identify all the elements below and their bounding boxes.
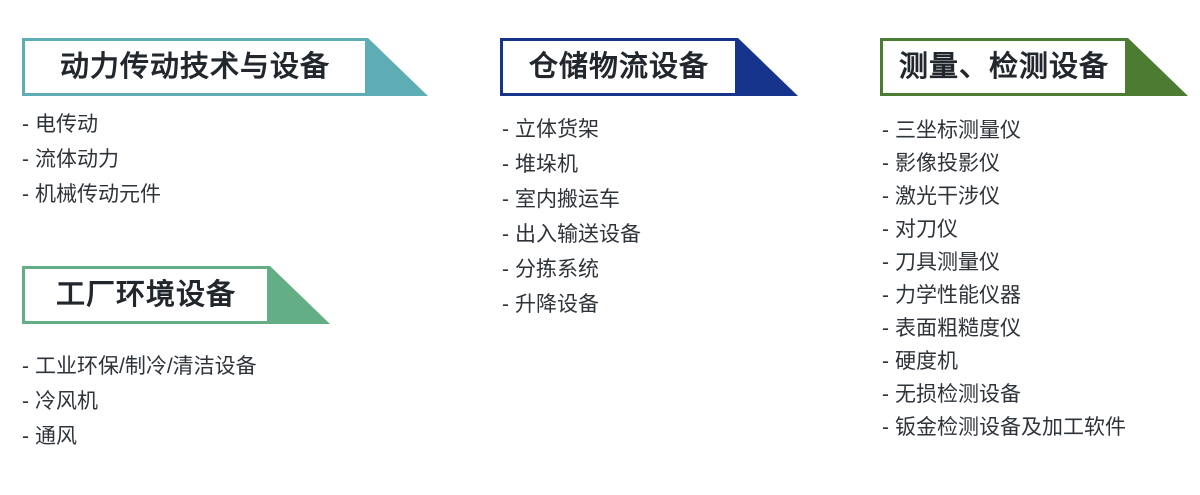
list-item-label: 工业环保/制冷/清洁设备	[35, 355, 257, 378]
section-list-power: - 电传动 - 流体动力 - 机械传动元件	[22, 114, 161, 219]
list-item-label: 冷风机	[35, 390, 98, 413]
list-item: - 钣金检测设备及加工软件	[882, 417, 1126, 438]
list-item-label: 无损检测设备	[895, 383, 1021, 406]
list-item: - 激光干涉仪	[882, 186, 1126, 207]
section-title-storage: 仓储物流设备	[528, 50, 709, 83]
right-arrow-icon	[270, 266, 330, 324]
list-item: - 电传动	[22, 114, 161, 135]
bullet-dash: -	[22, 390, 29, 413]
list-item-label: 对刀仪	[895, 218, 958, 241]
bullet-dash: -	[502, 293, 509, 316]
bullet-dash: -	[502, 223, 509, 246]
section-list-measure: - 三坐标测量仪 - 影像投影仪 - 激光干涉仪 - 对刀仪 - 刀具测量仪 -…	[882, 120, 1126, 450]
list-item: - 升降设备	[502, 294, 641, 315]
list-item: - 堆垛机	[502, 154, 641, 175]
bullet-dash: -	[882, 350, 889, 373]
list-item-label: 三坐标测量仪	[895, 119, 1021, 142]
bullet-dash: -	[882, 251, 889, 274]
list-item: - 室内搬运车	[502, 189, 641, 210]
list-item: - 力学性能仪器	[882, 285, 1126, 306]
list-item-label: 影像投影仪	[895, 152, 1000, 175]
section-list-storage: - 立体货架 - 堆垛机 - 室内搬运车 - 出入输送设备 - 分拣系统 - 升…	[502, 119, 641, 329]
section-header-box-measure: 测量、检测设备	[880, 38, 1128, 96]
list-item-label: 刀具测量仪	[895, 251, 1000, 274]
section-list-factory: - 工业环保/制冷/清洁设备 - 冷风机 - 通风	[22, 356, 257, 461]
section-header-box-factory: 工厂环境设备	[22, 266, 270, 324]
bullet-dash: -	[882, 119, 889, 142]
bullet-dash: -	[502, 188, 509, 211]
bullet-dash: -	[882, 284, 889, 307]
bullet-dash: -	[882, 383, 889, 406]
bullet-dash: -	[882, 218, 889, 241]
list-item-label: 室内搬运车	[515, 188, 620, 211]
list-item: - 影像投影仪	[882, 153, 1126, 174]
list-item-label: 钣金检测设备及加工软件	[895, 416, 1126, 439]
list-item-label: 力学性能仪器	[895, 284, 1021, 307]
list-item-label: 升降设备	[515, 293, 599, 316]
list-item: - 硬度机	[882, 351, 1126, 372]
list-item-label: 硬度机	[895, 350, 958, 373]
list-item: - 立体货架	[502, 119, 641, 140]
right-arrow-icon	[1128, 38, 1188, 96]
list-item: - 通风	[22, 426, 257, 447]
bullet-dash: -	[882, 416, 889, 439]
list-item: - 无损检测设备	[882, 384, 1126, 405]
right-arrow-icon	[738, 38, 798, 96]
bullet-dash: -	[22, 425, 29, 448]
bullet-dash: -	[502, 118, 509, 141]
section-title-power: 动力传动技术与设备	[59, 50, 330, 83]
list-item: - 表面粗糙度仪	[882, 318, 1126, 339]
list-item-label: 堆垛机	[515, 153, 578, 176]
list-item: - 流体动力	[22, 149, 161, 170]
bullet-dash: -	[882, 152, 889, 175]
list-item: - 出入输送设备	[502, 224, 641, 245]
bullet-dash: -	[502, 258, 509, 281]
list-item-label: 立体货架	[515, 118, 599, 141]
bullet-dash: -	[22, 183, 29, 206]
list-item: - 对刀仪	[882, 219, 1126, 240]
list-item-label: 表面粗糙度仪	[895, 317, 1021, 340]
list-item-label: 分拣系统	[515, 258, 599, 281]
list-item: - 机械传动元件	[22, 184, 161, 205]
list-item-label: 机械传动元件	[35, 183, 161, 206]
list-item-label: 出入输送设备	[515, 223, 641, 246]
bullet-dash: -	[22, 113, 29, 136]
section-title-factory: 工厂环境设备	[55, 278, 236, 311]
list-item: - 三坐标测量仪	[882, 120, 1126, 141]
list-item: - 冷风机	[22, 391, 257, 412]
list-item-label: 通风	[35, 425, 77, 448]
bullet-dash: -	[502, 153, 509, 176]
list-item: - 工业环保/制冷/清洁设备	[22, 356, 257, 377]
bullet-dash: -	[882, 317, 889, 340]
right-arrow-icon	[368, 38, 428, 96]
section-title-measure: 测量、检测设备	[898, 50, 1109, 83]
bullet-dash: -	[22, 355, 29, 378]
list-item-label: 电传动	[35, 113, 98, 136]
list-item-label: 激光干涉仪	[895, 185, 1000, 208]
section-header-box-power: 动力传动技术与设备	[22, 38, 368, 96]
list-item: - 分拣系统	[502, 259, 641, 280]
list-item-label: 流体动力	[35, 148, 119, 171]
bullet-dash: -	[22, 148, 29, 171]
section-header-box-storage: 仓储物流设备	[500, 38, 738, 96]
list-item: - 刀具测量仪	[882, 252, 1126, 273]
bullet-dash: -	[882, 185, 889, 208]
